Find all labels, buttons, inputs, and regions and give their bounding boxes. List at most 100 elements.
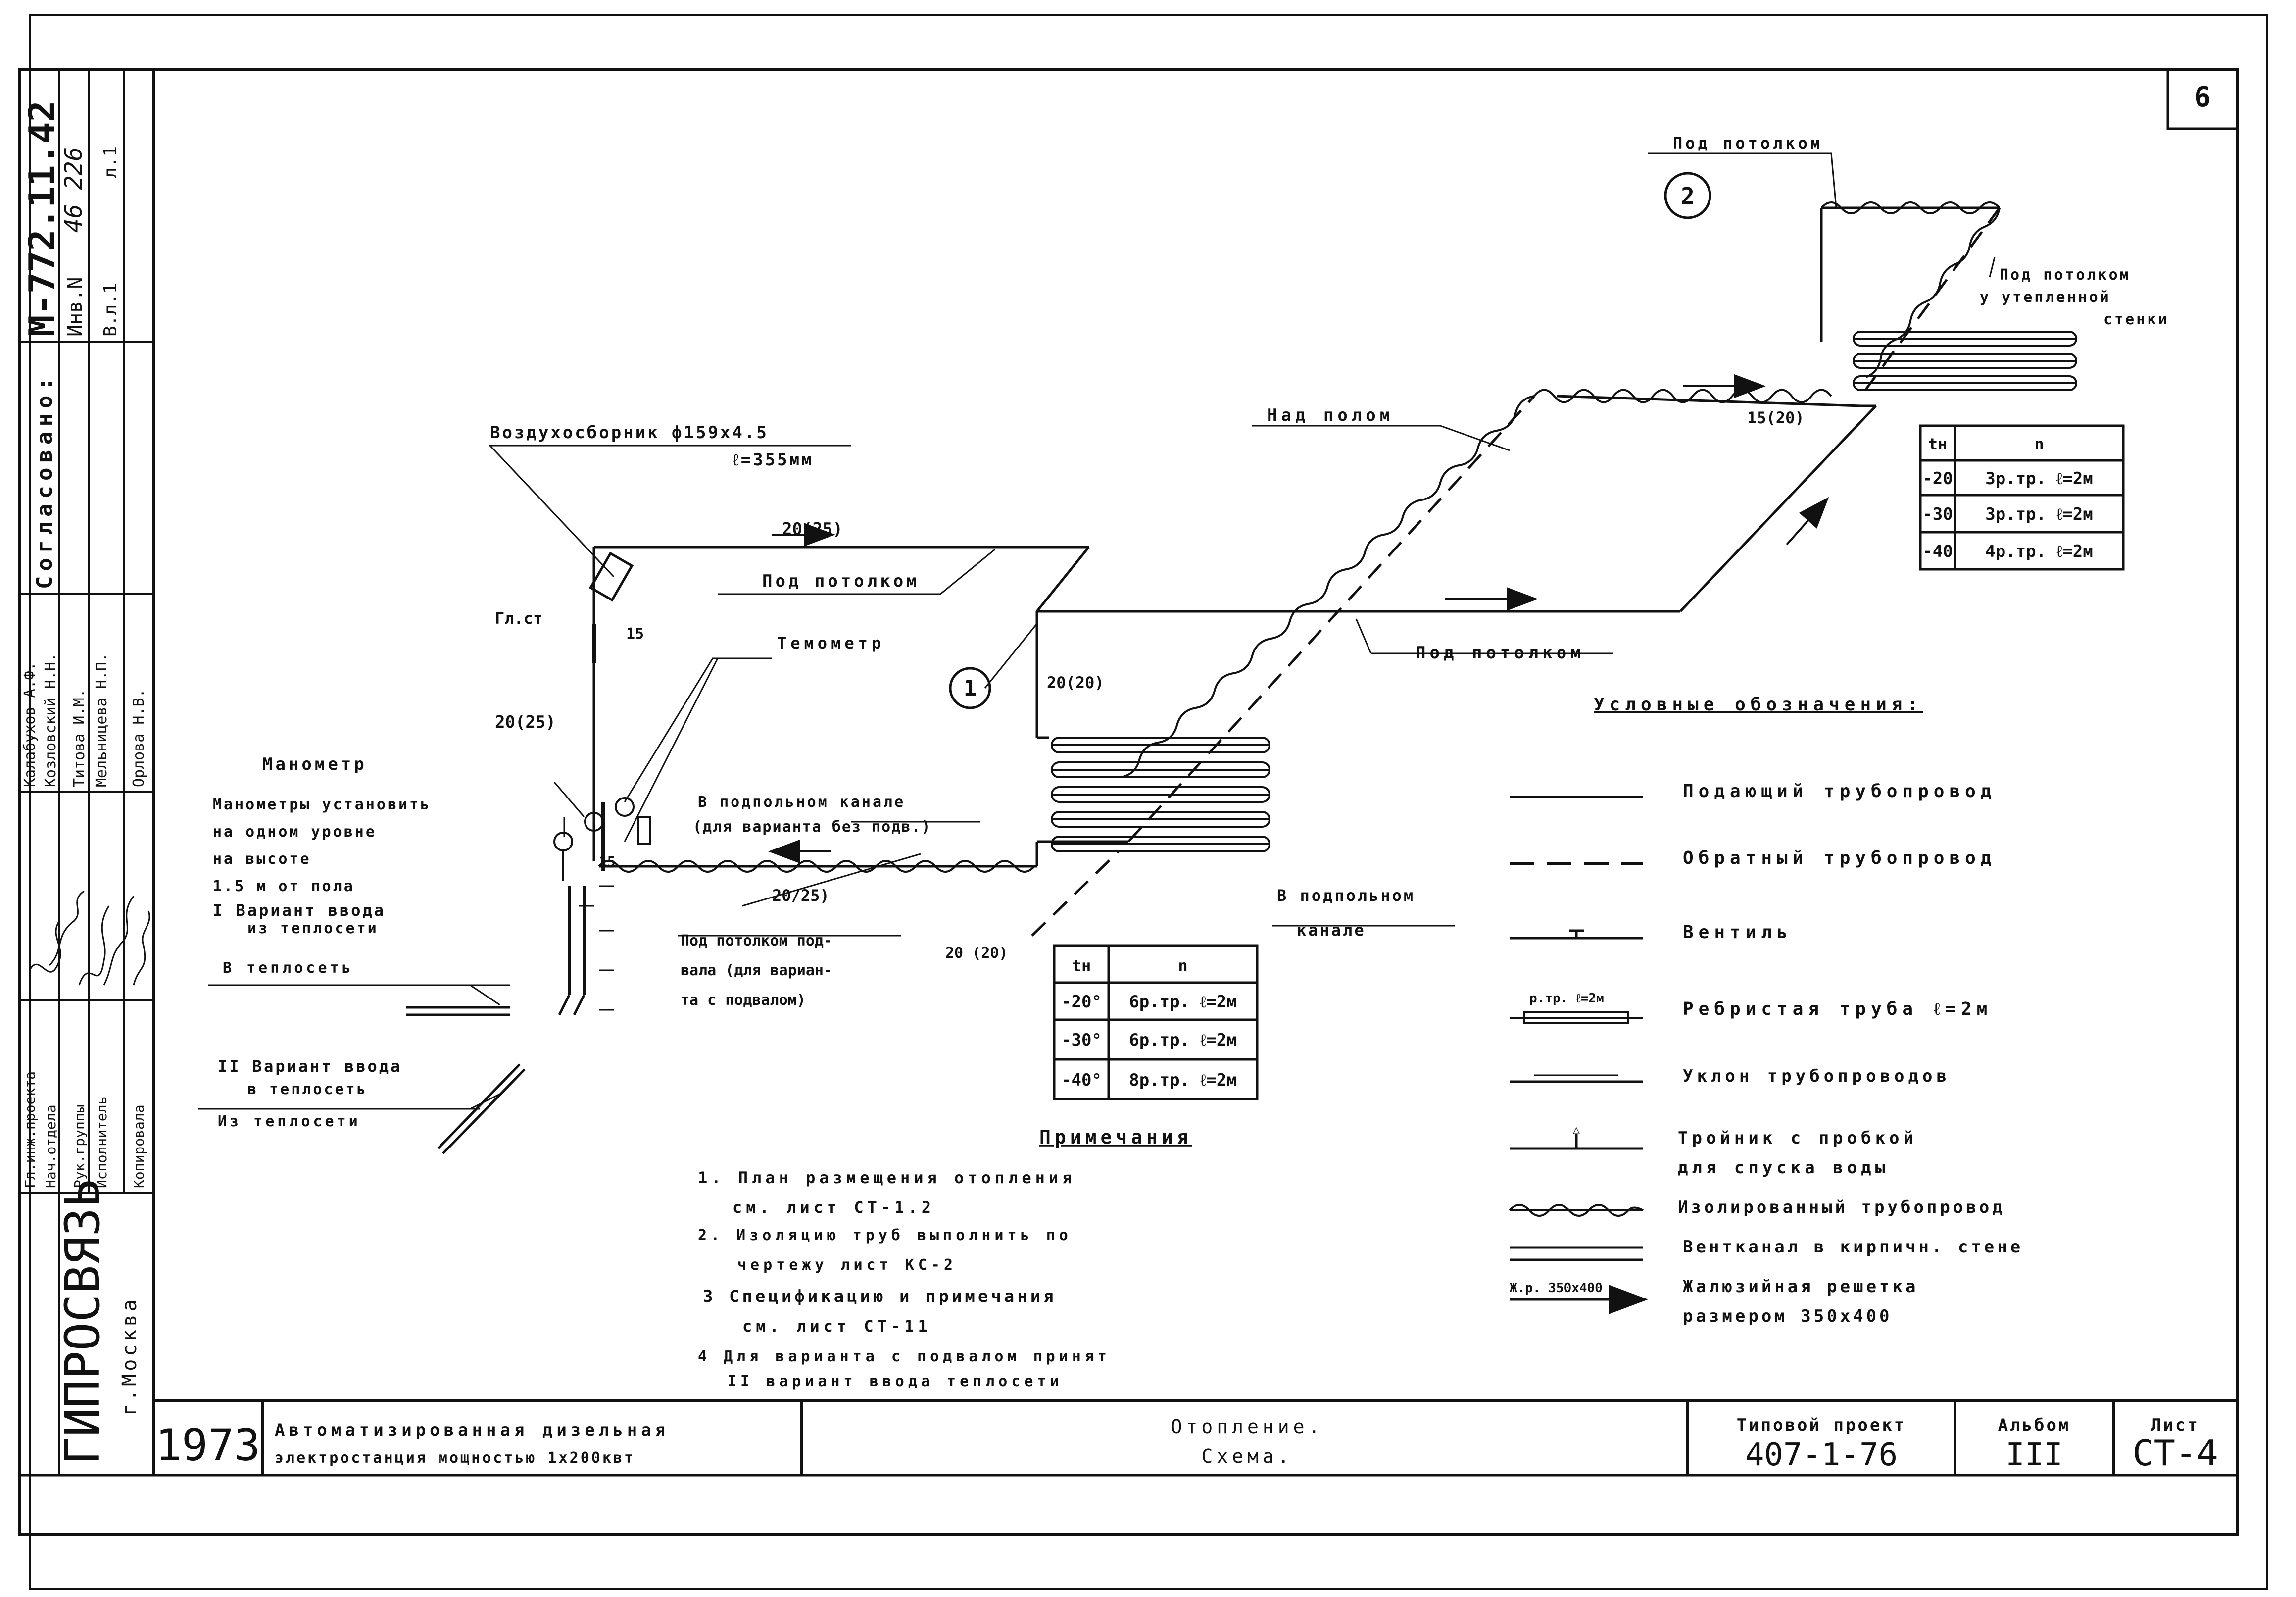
- note-line-2: см. лист СТ-1.2: [733, 1198, 935, 1217]
- under-ceiling-2: Под потолком: [1416, 643, 1585, 663]
- under-ceiling-insulated-2: у утепленной: [1980, 289, 2111, 306]
- floor-channel-1-note: (для варианта без подв.): [693, 818, 931, 836]
- manometer-gauge-a: [553, 832, 573, 851]
- legend-item-10: Жалюзийная решетка: [1683, 1277, 1918, 1297]
- dn-15-a: 15: [626, 625, 644, 643]
- table-left-r3c1: -40°: [1061, 1070, 1102, 1090]
- legend-title: Условные обозначения:: [1594, 695, 1923, 715]
- tb-drawing-title-2: Схема.: [1201, 1446, 1293, 1467]
- marker-1: 1: [964, 676, 977, 701]
- note-line-1: 1. План размещения отопления: [698, 1168, 1075, 1187]
- tb-album-label: Альбом: [1998, 1415, 2071, 1435]
- role-5: Копировала: [131, 1104, 147, 1188]
- legend-rib-label: р.тр. ℓ=2м: [1529, 991, 1604, 1006]
- diagram-labels: Воздухосборник ф159х4.5 ℓ=355мм Гл.ст 15…: [213, 134, 2169, 1130]
- table-left-r1c1: -20°: [1061, 992, 1102, 1012]
- thermometer-b: [637, 816, 651, 845]
- tb-project-2: электростанция мощностью 1х200квт: [275, 1449, 635, 1467]
- note-line-5: 3 Спецификацию и примечания: [703, 1287, 1057, 1306]
- to-heating-net: В теплосеть: [223, 959, 354, 977]
- table-right-r2c2: 3р.тр. ℓ=2м: [1985, 504, 2093, 524]
- note-line-4: чертежу лист КС-2: [737, 1256, 957, 1274]
- air-collector-length: ℓ=355мм: [733, 450, 814, 470]
- manometer-note-1: Манометры установить: [213, 796, 431, 813]
- note-line-3: 2. Изоляцию труб выполнить по: [698, 1227, 1072, 1244]
- dn-15-b: 15: [599, 853, 616, 870]
- air-collector-label: Воздухосборник ф159х4.5: [490, 423, 769, 443]
- table-right-r1c1: -20: [1922, 469, 1953, 489]
- floor-channel-2-line-1: В подпольном: [1277, 886, 1415, 905]
- legend-tee-glyph: △: [1573, 1123, 1580, 1137]
- sheet-mark: л.1: [100, 146, 121, 178]
- under-ceiling-insulated-1: Под потолком: [2000, 266, 2131, 284]
- under-ceiling-basement-2: вала (для вариан-: [681, 962, 832, 979]
- thermometer-label: Темометр: [777, 634, 885, 652]
- table-right-h1: tн: [1928, 435, 1948, 453]
- legend-item-8: Изолированный трубопровод: [1678, 1198, 2005, 1217]
- notes: Примечания 1. План размещения отопления …: [698, 1126, 1192, 1390]
- dn-20-25-top: 20(25): [782, 519, 843, 539]
- marker-circle-2: [1664, 172, 1711, 219]
- legend-insulated-line: [1509, 1204, 1644, 1217]
- legend-item-7: для спуска воды: [1678, 1158, 1889, 1178]
- table-left-h1: tн: [1072, 956, 1091, 975]
- dn-20-25-bottom: 20/25): [772, 886, 830, 905]
- doc-code: М-772.11.42: [21, 100, 63, 337]
- tb-typical-label: Типовой проект: [1737, 1415, 1906, 1435]
- legend-item-3: Вентиль: [1683, 922, 1793, 943]
- table-right: tн n -20 3р.тр. ℓ=2м -30 3р.тр. ℓ=2м -40…: [1919, 424, 2125, 571]
- tb-typical-project: 407-1-76: [1745, 1437, 1898, 1473]
- tb-drawing-title-1: Отопление.: [1171, 1416, 1324, 1438]
- role-2: Нач.отдела: [43, 1104, 59, 1188]
- title-block: 1973 Автоматизированная дизельная электр…: [153, 1399, 2237, 1475]
- piping-diagram: [198, 152, 2077, 1154]
- sheet-number: 6: [2194, 81, 2211, 113]
- table-right-r3c1: -40: [1922, 542, 1953, 561]
- inv-label: Инв.N: [64, 277, 87, 337]
- side-stamp: М-772.11.42 Инв.N 46 226 л.1 В.л.1 Согла…: [20, 69, 153, 1475]
- org-name: ГИПРОСВЯЗЬ: [55, 1179, 110, 1465]
- legend-item-4: Ребристая труба ℓ=2м: [1683, 999, 1992, 1019]
- variant-1-line-2: из теплосети: [247, 920, 379, 937]
- name-3: Титова И.М.: [71, 689, 88, 787]
- under-ceiling-basement-1: Под потолком под-: [681, 932, 832, 949]
- notes-title: Примечания: [1039, 1126, 1192, 1148]
- city: г.Москва: [118, 1297, 141, 1416]
- tb-sheet: СТ-4: [2132, 1432, 2218, 1474]
- thermometer-gauge: [615, 797, 635, 817]
- air-collector: [588, 551, 634, 602]
- manometer-gauge-b: [584, 812, 604, 832]
- manometer-note-2: на одном уровне: [213, 823, 377, 841]
- dn-20-25-riser: 20(25): [495, 712, 556, 732]
- under-ceiling-insulated-3: стенки: [2103, 311, 2169, 328]
- legend: Условные обозначения: р.тр. ℓ=2м Ж.р. 35…: [1509, 695, 2020, 1326]
- tb-project-1: Автоматизированная дизельная: [275, 1420, 669, 1440]
- legend-item-5: Уклон трубопроводов: [1683, 1066, 1951, 1086]
- under-ceiling-1: Под потолком: [762, 571, 920, 591]
- gl-st-label: Гл.ст: [495, 609, 542, 628]
- variant-2-line-1: II Вариант ввода: [218, 1057, 402, 1076]
- tb-year: 1973: [155, 1420, 260, 1471]
- frames: [18, 14, 2268, 1590]
- table-left-r2c2: 6р.тр. ℓ=2м: [1129, 1030, 1236, 1050]
- floor-channel-1: В подпольном канале: [698, 794, 905, 811]
- signatures: [29, 890, 150, 986]
- dn-15-20: 15(20): [1747, 408, 1805, 427]
- tb-album: III: [2005, 1437, 2063, 1473]
- note-line-8: II вариант ввода теплосети: [728, 1373, 1063, 1390]
- name-1: Калабухов А.Ф.: [21, 662, 39, 787]
- table-left-r1c2: 6р.тр. ℓ=2м: [1129, 992, 1236, 1012]
- note-line-6: см. лист СТ-11: [742, 1317, 931, 1336]
- under-ceiling-top: Под потолком: [1673, 134, 1823, 152]
- inv-number: 46 226: [60, 147, 88, 233]
- from-heating-net: Из теплосети: [218, 1113, 361, 1130]
- agreed-label: Согласовано:: [32, 372, 57, 589]
- table-right-h2: n: [2034, 435, 2044, 453]
- legend-item-2: Обратный трубопровод: [1683, 848, 1996, 868]
- radiator-left: [1051, 737, 1270, 852]
- table-left-r2c1: -30°: [1061, 1030, 1102, 1050]
- legend-grille-label: Ж.р. 350х400: [1510, 1281, 1603, 1296]
- table-right-r3c2: 4р.тр. ℓ=2м: [1985, 542, 2093, 561]
- role-3: Рук.группы: [71, 1104, 88, 1188]
